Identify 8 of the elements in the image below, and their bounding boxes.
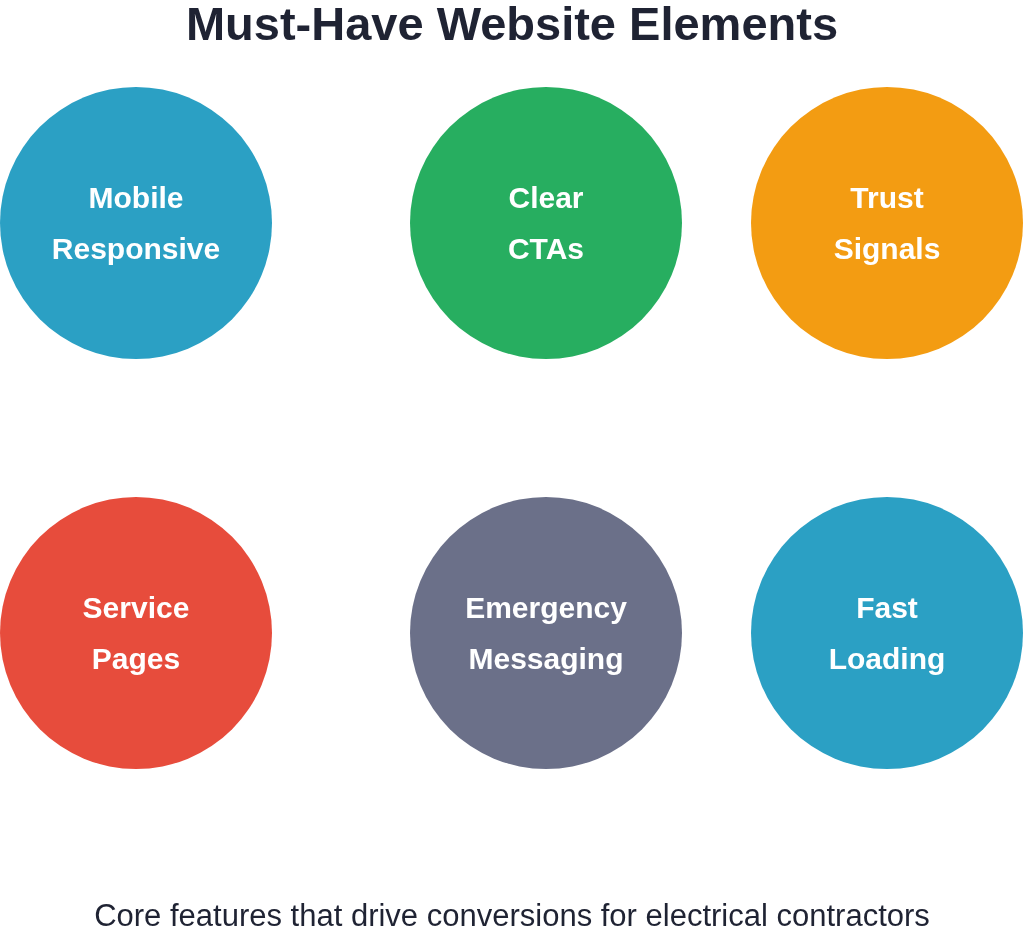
diagram-title: Must-Have Website Elements [184, 0, 840, 51]
feature-label: Service Pages [82, 590, 190, 677]
diagram-caption: Core features that drive conversions for electrical contractors [93, 898, 931, 934]
feature-label: Fast Loading [828, 590, 946, 677]
feature-label: Emergency Messaging [465, 590, 627, 677]
feature-label: Mobile Responsive [51, 180, 221, 267]
feature-label: Trust Signals [833, 180, 941, 267]
feature-label: Clear CTAs [507, 180, 585, 267]
